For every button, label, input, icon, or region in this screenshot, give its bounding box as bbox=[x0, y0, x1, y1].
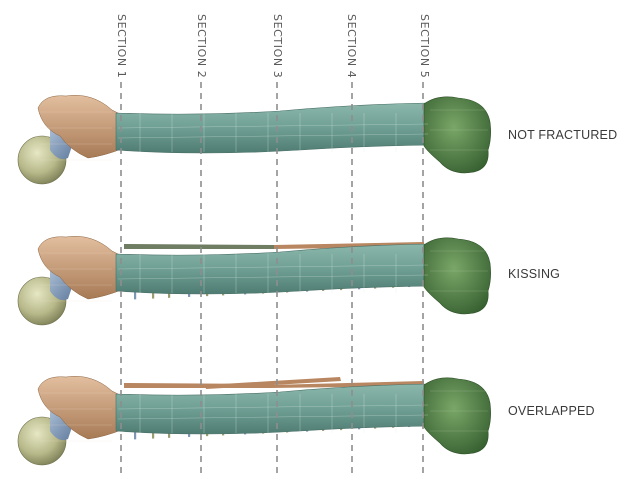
femur-model-2 bbox=[18, 236, 491, 325]
femoral-shaft bbox=[116, 103, 430, 153]
case-label-kissing: KISSING bbox=[508, 267, 560, 281]
section-5-label: SECTION 5 bbox=[418, 14, 431, 78]
section-4-label: SECTION 4 bbox=[345, 14, 358, 78]
screw bbox=[134, 432, 136, 439]
case-label-overlapped: OVERLAPPED bbox=[508, 404, 595, 418]
femoral-condyles bbox=[424, 97, 491, 173]
femoral-shaft bbox=[116, 384, 430, 434]
femur-model-3 bbox=[18, 376, 491, 465]
section-1-label: SECTION 1 bbox=[115, 14, 128, 78]
bone-plate-proximal bbox=[124, 244, 274, 249]
case-label-not-fractured: NOT FRACTURED bbox=[508, 128, 617, 142]
femoral-shaft bbox=[116, 244, 430, 294]
femur-model-1 bbox=[18, 95, 491, 184]
section-2-label: SECTION 2 bbox=[195, 14, 208, 78]
section-3-label: SECTION 3 bbox=[271, 14, 284, 78]
femoral-condyles bbox=[424, 378, 491, 454]
screw bbox=[134, 292, 136, 299]
femoral-condyles bbox=[424, 238, 491, 314]
